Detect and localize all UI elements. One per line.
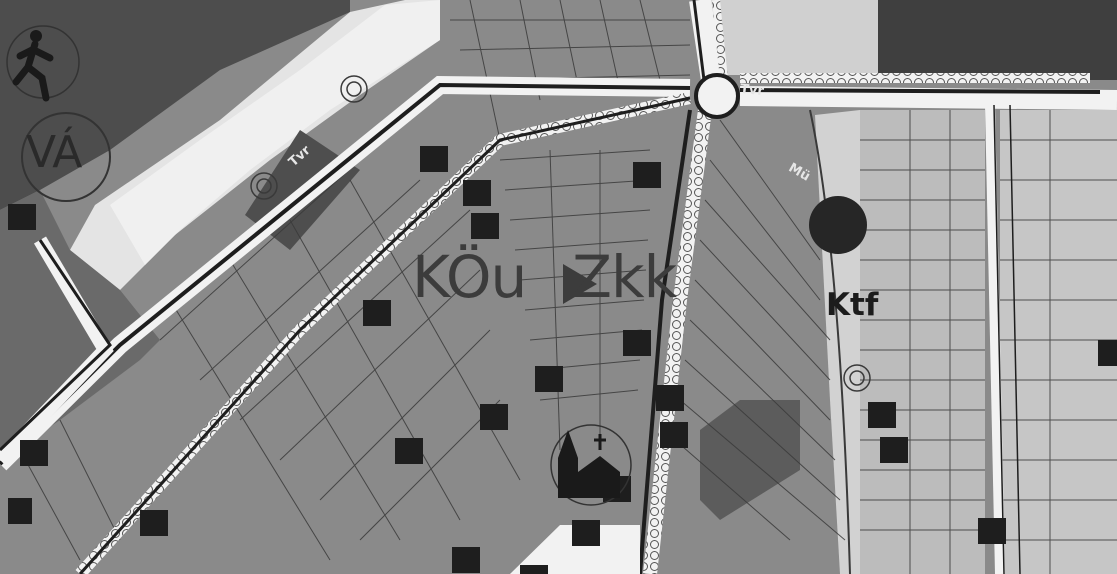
zone-code-target: Zkk <box>572 243 677 311</box>
light-zone-top <box>700 0 878 75</box>
zone-label-ktf: Ktf <box>826 287 879 323</box>
street-label-top: Tvr <box>739 81 765 100</box>
road-ktf-curve <box>809 109 851 574</box>
road-right-a-line <box>993 104 1005 574</box>
road-east <box>739 73 1117 110</box>
road-left-line <box>0 239 112 452</box>
light-zone-right-b <box>1000 110 1117 574</box>
light-zone-right-a <box>860 110 985 574</box>
road-north <box>689 0 728 82</box>
va-zone-ring <box>21 112 111 202</box>
zone-code-current: KÖu <box>412 243 527 311</box>
parcel-lines <box>19 0 1117 574</box>
dark-zone-top-right <box>878 0 1117 80</box>
zone-label-va: VÁ <box>26 127 82 178</box>
point-symbols <box>250 75 871 392</box>
dark-zone-top-left <box>0 0 350 210</box>
zoning-arrow-icon <box>563 264 597 304</box>
road-right-a <box>985 104 1005 574</box>
running-person-icon <box>6 25 80 102</box>
dark-zone-left <box>0 190 160 460</box>
road-right-b <box>1009 104 1021 574</box>
white-zone <box>110 0 440 265</box>
church-icon <box>550 424 632 506</box>
road-vertical-center <box>638 109 712 574</box>
road-south <box>510 525 640 574</box>
public-facility-circle <box>809 196 867 254</box>
building-markers <box>8 146 1117 574</box>
roundabout <box>694 73 740 119</box>
